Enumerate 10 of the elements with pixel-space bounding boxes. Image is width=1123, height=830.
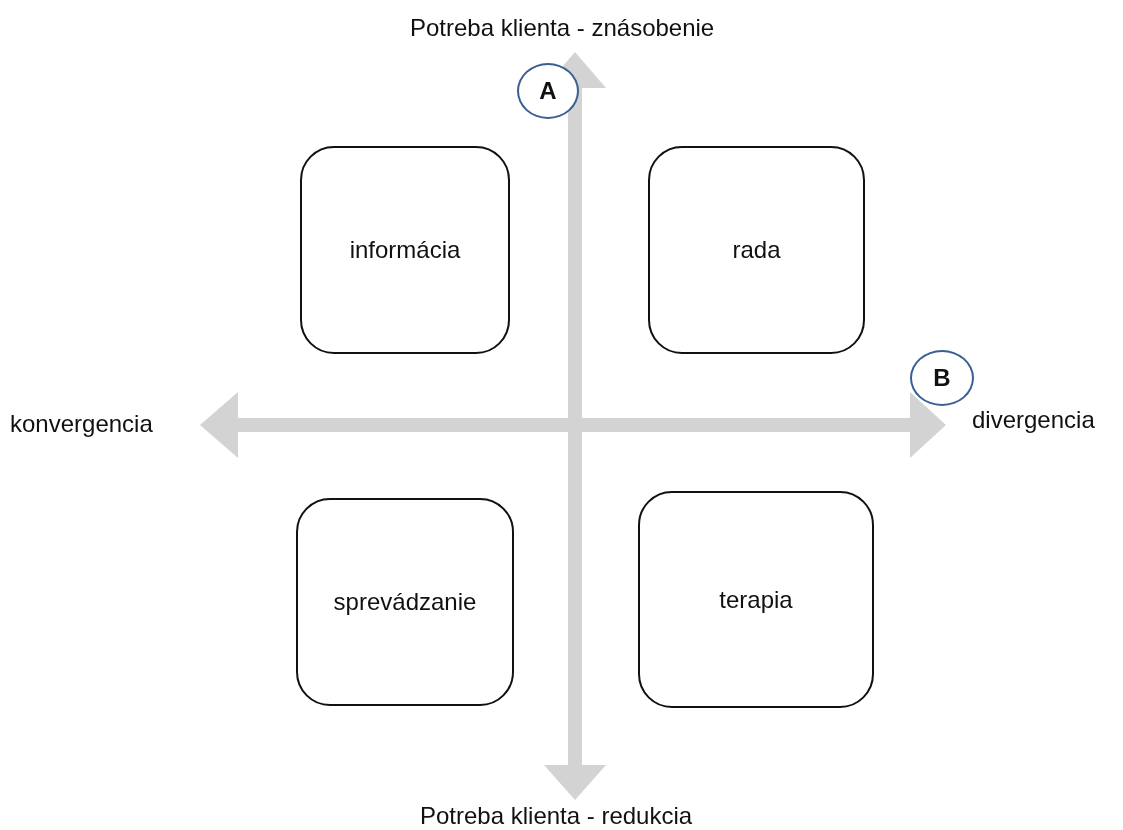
axis-label: Potreba klienta - znásobenie	[410, 14, 715, 42]
rounded-box: terapia	[638, 491, 874, 708]
circle-marker: A	[517, 63, 579, 119]
axis-label: divergencia	[972, 406, 1095, 434]
rounded-box: rada	[648, 146, 865, 354]
rounded-box: sprevádzanie	[296, 498, 514, 706]
axis-label: konvergencia	[10, 410, 153, 438]
circle-marker: B	[910, 350, 974, 406]
axis-label: Potreba klienta - redukcia	[420, 802, 693, 830]
rounded-box: informácia	[300, 146, 510, 354]
